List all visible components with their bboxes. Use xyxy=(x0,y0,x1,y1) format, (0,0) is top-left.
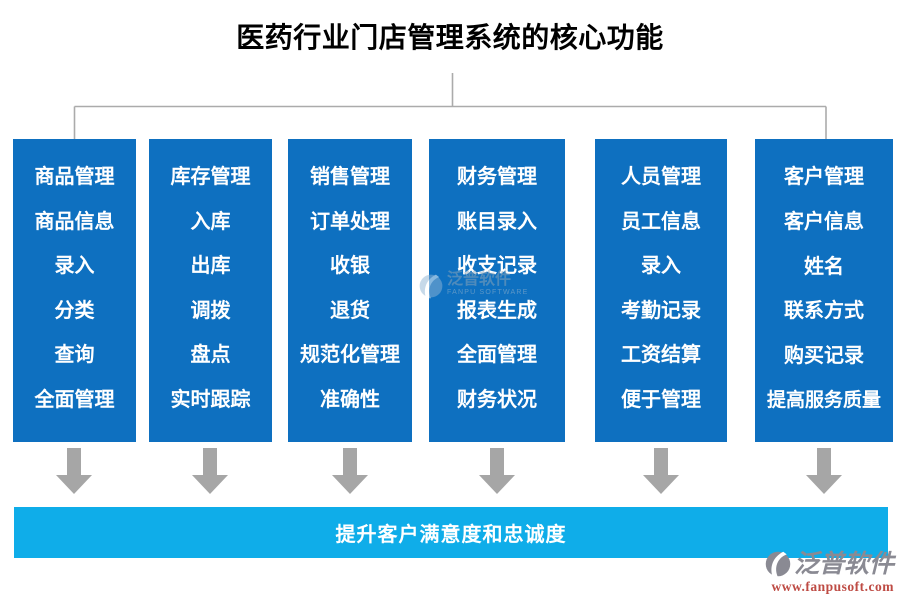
column-item: 账目录入 xyxy=(457,210,537,233)
column-staff-management: 人员管理 员工信息 录入 考勤记录 工资结算 便于管理 xyxy=(595,139,727,442)
column-item: 入库 xyxy=(190,210,231,233)
result-banner-label: 提升客户满意度和忠诚度 xyxy=(335,524,567,546)
column-goods-management: 商品管理 商品信息 录入 分类 查询 全面管理 xyxy=(13,139,136,442)
column-item: 实时跟踪 xyxy=(170,388,251,411)
page-title: 医药行业门店管理系统的核心功能 xyxy=(236,22,664,53)
column-customer-management: 客户管理 客户信息 姓名 联系方式 购买记录 提高服务质量 xyxy=(755,139,893,442)
column-item: 调拨 xyxy=(190,299,231,322)
column-item: 规范化管理 xyxy=(300,344,400,367)
footer-logo-block: 泛普软件 www.fanpusoft.com xyxy=(764,550,894,595)
down-arrow-icon xyxy=(192,448,228,494)
column-item: 客户信息 xyxy=(784,210,864,233)
column-item: 便于管理 xyxy=(621,388,701,411)
column-item: 商品信息 xyxy=(34,210,115,233)
column-item: 录入 xyxy=(641,255,681,278)
down-arrow-icon xyxy=(332,448,368,494)
column-item: 准确性 xyxy=(320,388,380,411)
column-item: 考勤记录 xyxy=(621,299,701,322)
column-item: 联系方式 xyxy=(784,300,864,323)
column-item: 退货 xyxy=(330,299,370,322)
column-item: 提高服务质量 xyxy=(766,389,881,411)
column-item: 购买记录 xyxy=(784,344,864,367)
column-item: 查询 xyxy=(54,344,95,367)
down-arrow-icon xyxy=(643,448,679,494)
column-item: 报表生成 xyxy=(457,299,537,322)
down-arrow-icon xyxy=(56,448,92,494)
column-title: 人员管理 xyxy=(621,166,701,189)
column-title: 商品管理 xyxy=(34,166,115,189)
column-item: 全面管理 xyxy=(34,388,115,411)
column-title: 销售管理 xyxy=(310,166,390,189)
column-item: 订单处理 xyxy=(310,210,390,233)
column-item: 盘点 xyxy=(190,344,231,367)
column-title: 库存管理 xyxy=(170,166,251,189)
column-finance-management: 财务管理 账目录入 收支记录 报表生成 全面管理 财务状况 xyxy=(429,139,565,442)
column-item: 分类 xyxy=(54,299,95,322)
column-item: 收银 xyxy=(330,255,370,278)
down-arrow-icon xyxy=(479,448,515,494)
column-title: 财务管理 xyxy=(457,166,537,189)
column-item: 录入 xyxy=(54,255,95,278)
column-item: 出库 xyxy=(190,255,231,278)
column-item: 员工信息 xyxy=(621,210,701,233)
column-title: 客户管理 xyxy=(784,166,864,189)
fanpu-logo-icon xyxy=(765,551,791,578)
column-inventory-management: 库存管理 入库 出库 调拨 盘点 实时跟踪 xyxy=(149,139,272,442)
column-item: 姓名 xyxy=(804,255,844,278)
column-item: 财务状况 xyxy=(457,388,537,411)
column-item: 收支记录 xyxy=(457,255,537,278)
footer-url: www.fanpusoft.com xyxy=(771,579,894,594)
down-arrow-icon xyxy=(806,448,842,494)
column-item: 全面管理 xyxy=(457,344,537,367)
column-item: 工资结算 xyxy=(621,344,701,367)
footer-brand: 泛普软件 xyxy=(793,550,894,578)
column-sales-management: 销售管理 订单处理 收银 退货 规范化管理 准确性 xyxy=(288,139,412,442)
result-banner: 提升客户满意度和忠诚度 xyxy=(14,507,888,558)
